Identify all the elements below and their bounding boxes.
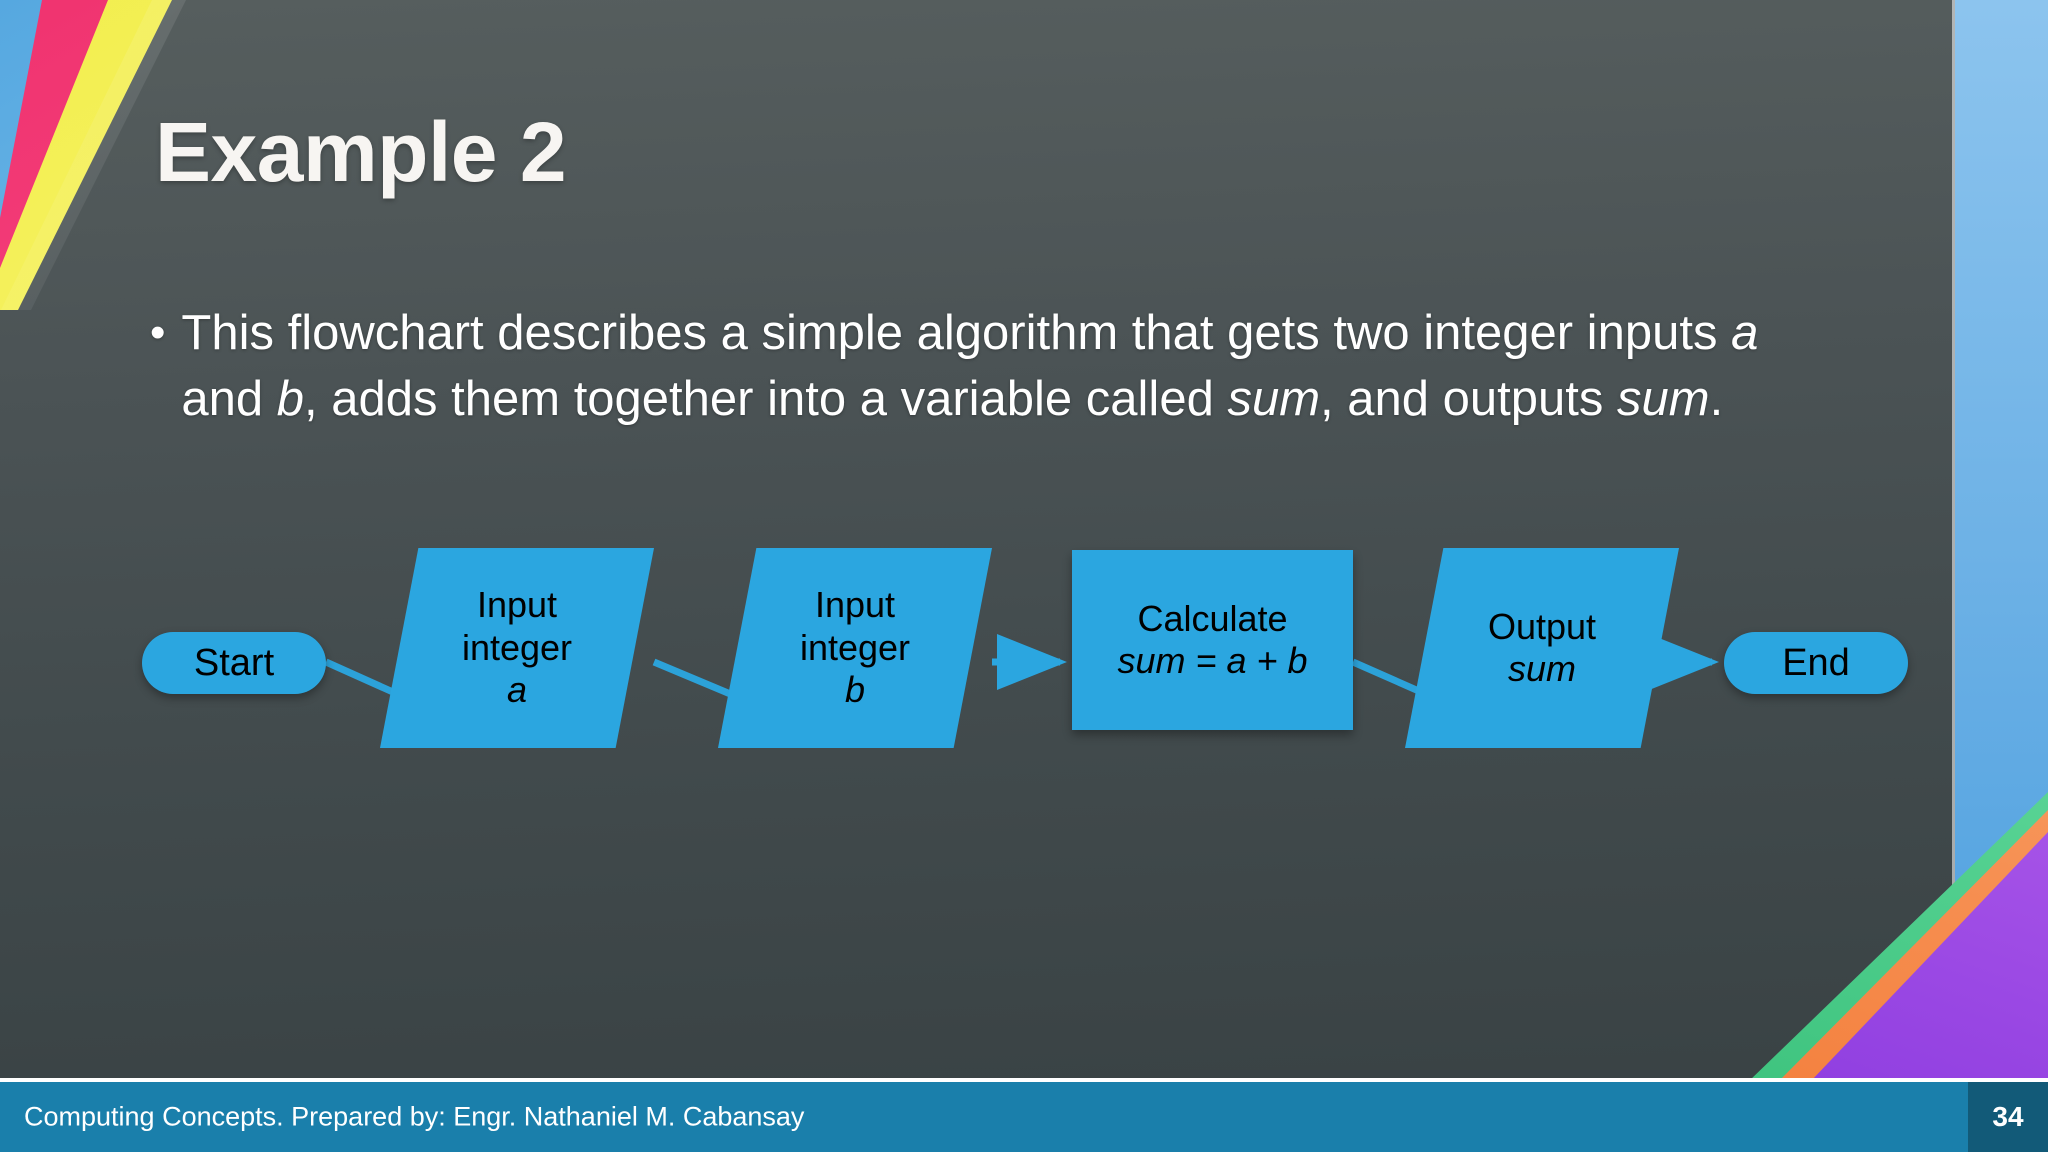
flow-node-input-b-line1: Input [814, 584, 896, 626]
flow-node-input-b-variable: b [844, 669, 866, 711]
bottom-right-decoration [1748, 792, 2048, 1082]
flow-node-calculate-line1: Calculate [1137, 597, 1288, 639]
flow-node-calculate[interactable]: Calculate sum = a + b [1072, 550, 1353, 730]
decor-stripe-green [1748, 792, 2048, 1082]
flowchart: Start Input integer a Input integer b Ca… [0, 548, 2048, 798]
body-bullet-list: • This flowchart describes a simple algo… [150, 300, 1820, 432]
flow-node-end[interactable]: End [1724, 632, 1908, 694]
bullet-text: This flowchart describes a simple algori… [181, 306, 1759, 426]
flow-node-start-label: Start [193, 641, 275, 684]
flow-node-input-a-line2: integer [461, 626, 573, 668]
flow-node-end-label: End [1782, 641, 1850, 684]
flow-node-start[interactable]: Start [142, 632, 326, 694]
page-number: 34 [1992, 1101, 2024, 1132]
flow-node-input-integer-b[interactable]: Input integer b [718, 548, 992, 748]
flow-node-calculate-expression: sum = a + b [1117, 640, 1308, 681]
footer-credit-text: Computing Concepts. Prepared by: Engr. N… [24, 1101, 805, 1132]
bullet-marker: • [150, 308, 166, 357]
right-edge-band [1955, 0, 2048, 1082]
flow-node-output-sum[interactable]: Output sum [1405, 548, 1679, 748]
decor-stripe-purple [1810, 832, 2048, 1082]
flow-node-input-a-variable: a [506, 669, 528, 711]
page-title: Example 2 [155, 105, 567, 199]
flow-node-output-line1: Output [1487, 605, 1597, 647]
flow-node-output-variable: sum [1507, 648, 1576, 689]
flow-node-input-integer-a[interactable]: Input integer a [380, 548, 654, 748]
decor-stripe-orange [1778, 810, 2048, 1082]
slide-footer: Computing Concepts. Prepared by: Engr. N… [0, 1078, 2048, 1152]
flow-node-input-b-line2: integer [799, 626, 911, 668]
flow-node-input-a-line1: Input [476, 584, 558, 626]
page-number-box: 34 [1968, 1082, 2048, 1152]
